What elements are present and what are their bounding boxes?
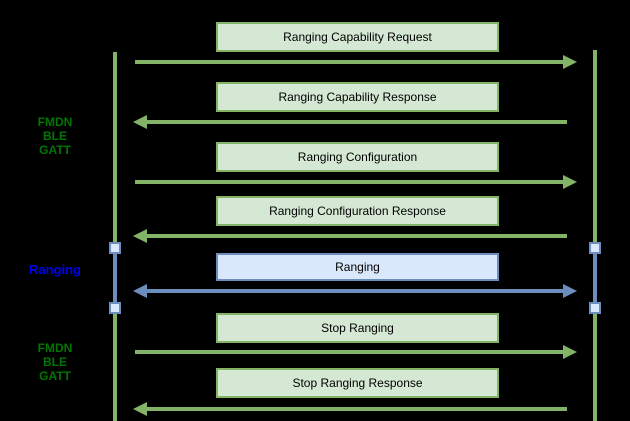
arrow-line <box>135 180 565 184</box>
arrowhead-left-icon <box>133 229 147 243</box>
arrow-line <box>145 407 567 411</box>
arrowhead-right-icon <box>563 55 577 69</box>
arrow-ranging-configuration-response <box>133 229 577 243</box>
arrow-line <box>145 289 565 293</box>
arrowhead-right-icon <box>563 175 577 189</box>
arrowhead-right-icon <box>563 345 577 359</box>
arrowhead-right-icon <box>563 284 577 298</box>
arrow-ranging-capability-request <box>133 55 577 69</box>
message-box-stop-ranging: Stop Ranging <box>216 313 499 343</box>
arrow-ranging-capability-response <box>133 115 577 129</box>
message-box-stop-ranging-response: Stop Ranging Response <box>216 368 499 398</box>
phase-label-gatt-top: FMDN BLE GATT <box>37 115 73 157</box>
lifeline-right <box>593 50 597 421</box>
arrow-ranging-bidirectional <box>133 284 577 298</box>
message-box-ranging-capability-request: Ranging Capability Request <box>216 22 499 52</box>
activation-square-right-bottom <box>589 302 601 314</box>
ranging-activation-right <box>593 248 597 308</box>
message-box-ranging: Ranging <box>216 253 499 281</box>
phase-label-ranging: Ranging <box>29 262 81 277</box>
arrow-line <box>135 350 565 354</box>
activation-square-left-bottom <box>109 302 121 314</box>
arrowhead-left-icon <box>133 284 147 298</box>
arrow-stop-ranging <box>133 345 577 359</box>
lifeline-left <box>113 52 117 421</box>
message-box-ranging-configuration-response: Ranging Configuration Response <box>216 196 499 226</box>
arrow-ranging-configuration <box>133 175 577 189</box>
arrowhead-left-icon <box>133 402 147 416</box>
arrow-stop-ranging-response <box>133 402 577 416</box>
arrowhead-left-icon <box>133 115 147 129</box>
message-box-ranging-configuration: Ranging Configuration <box>216 142 499 172</box>
arrow-line <box>135 60 565 64</box>
activation-square-right-top <box>589 242 601 254</box>
message-box-ranging-capability-response: Ranging Capability Response <box>216 82 499 112</box>
ranging-activation-left <box>113 248 117 308</box>
arrow-line <box>145 120 567 124</box>
activation-square-left-top <box>109 242 121 254</box>
phase-label-gatt-bottom: FMDN BLE GATT <box>37 341 73 383</box>
arrow-line <box>145 234 567 238</box>
